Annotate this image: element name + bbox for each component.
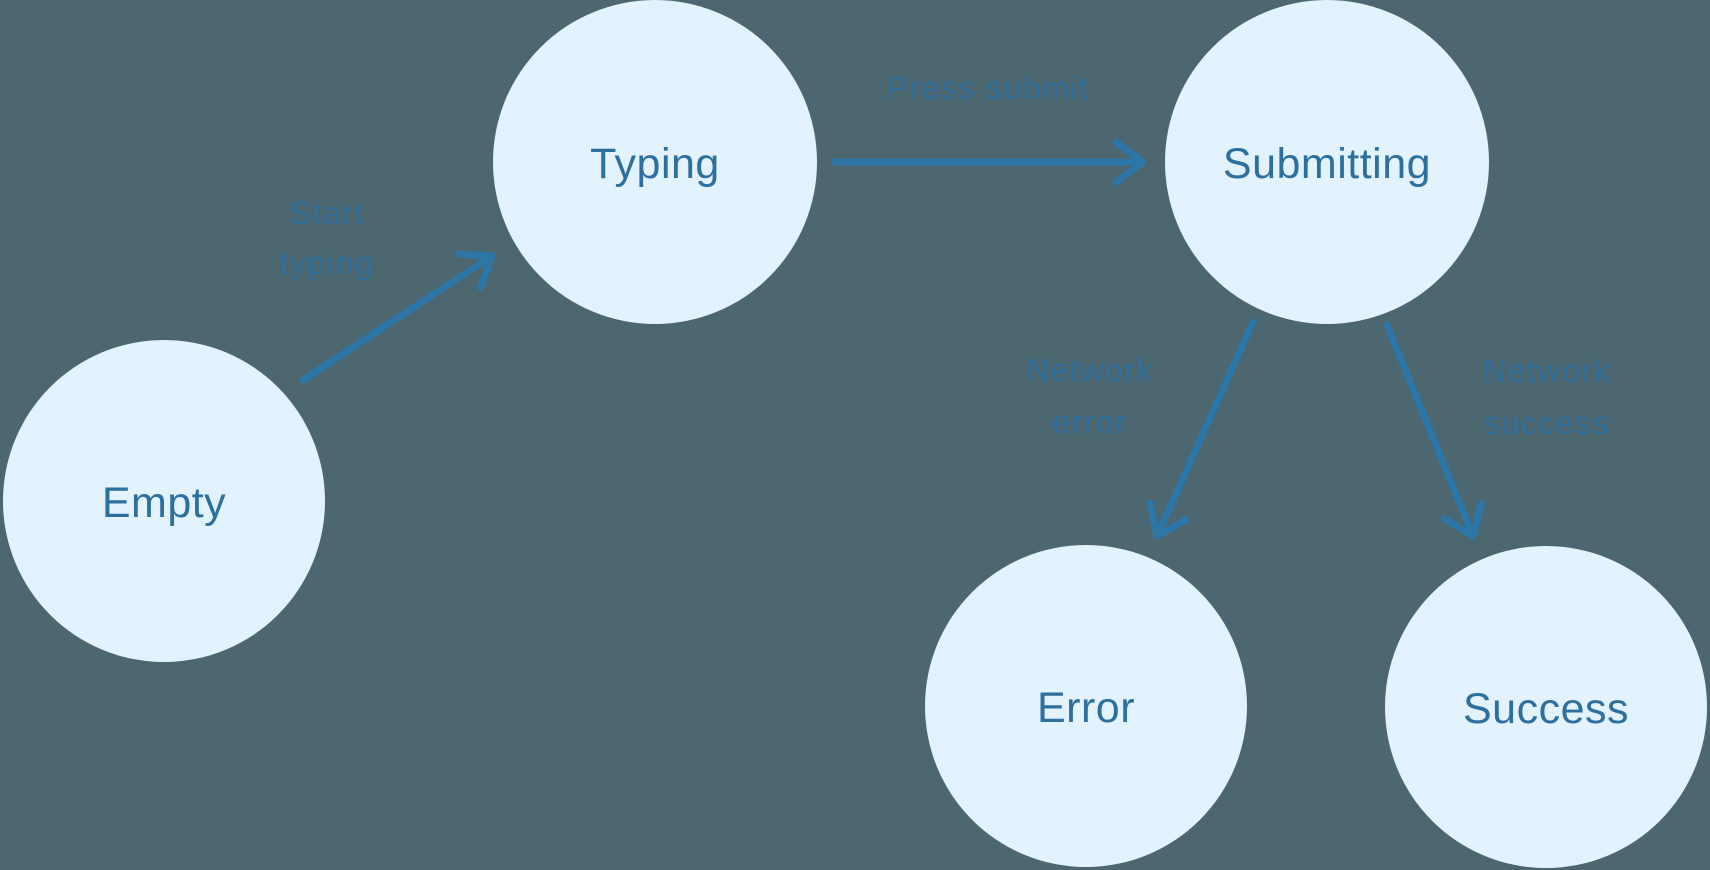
edge-press-submit: Press submit	[831, 70, 1147, 186]
node-typing-label: Typing	[590, 140, 720, 188]
node-success-circle	[1385, 546, 1707, 868]
edge-network-error-arrow	[1146, 318, 1257, 540]
node-empty-circle	[3, 340, 325, 662]
node-empty: Empty	[3, 340, 325, 662]
node-success-label: Success	[1463, 685, 1629, 733]
node-typing: Typing	[493, 0, 817, 324]
edge-network-success-arrow	[1383, 321, 1485, 540]
edge-press-submit-label: Press submit	[887, 70, 1090, 106]
node-submitting-circle	[1165, 0, 1489, 324]
node-error: Error	[925, 545, 1247, 867]
node-error-label: Error	[1037, 684, 1135, 732]
node-empty-label: Empty	[102, 479, 226, 527]
node-submitting-label: Submitting	[1223, 140, 1431, 188]
node-success: Success	[1385, 546, 1707, 868]
edge-start-typing-arrow	[299, 250, 496, 384]
node-submitting: Submitting	[1165, 0, 1489, 324]
node-error-circle	[925, 545, 1247, 867]
node-typing-circle	[493, 0, 817, 324]
